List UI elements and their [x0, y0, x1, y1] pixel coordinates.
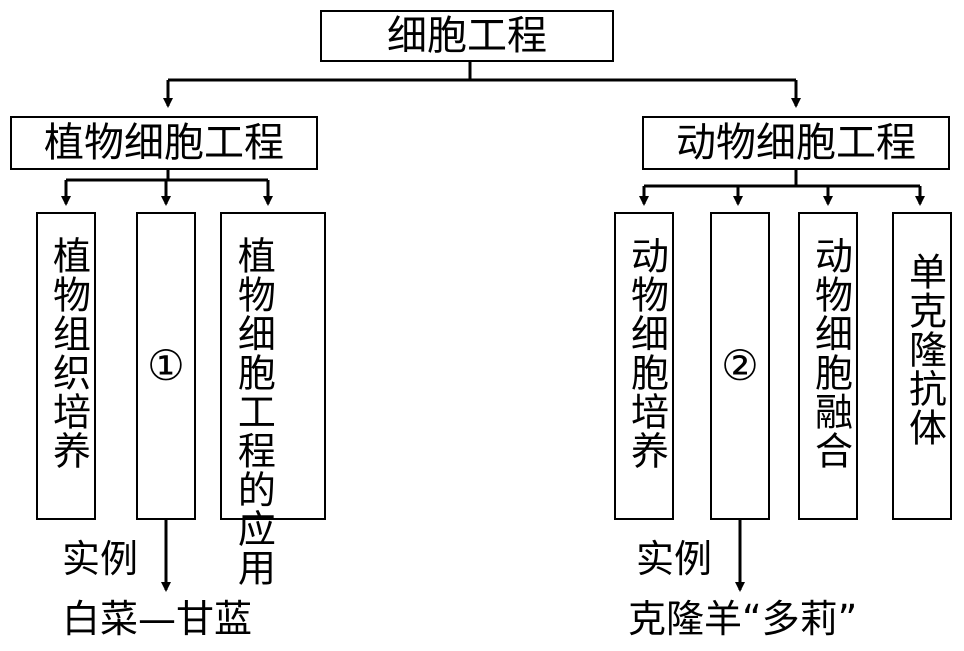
plant-cell-engineering-node: 植物细胞工程	[10, 116, 318, 170]
animal-child-label-4: 单克隆抗体	[902, 252, 947, 447]
plant-example-prefix: 实例	[62, 537, 139, 581]
plant-child-node-1: 植物组织培养	[36, 212, 96, 520]
root-label: 细胞工程	[387, 13, 547, 59]
plant-label: 植物细胞工程	[44, 120, 284, 166]
animal-child-label-1: 动物细胞培养	[624, 236, 669, 470]
animal-cell-engineering-node: 动物细胞工程	[642, 116, 950, 170]
plant-child-node-2: ①	[136, 212, 196, 520]
plant-child-label-1: 植物组织培养	[46, 236, 91, 470]
animal-child-node-4: 单克隆抗体	[892, 212, 952, 520]
animal-example-value: 克隆羊“多莉”	[628, 597, 858, 641]
animal-child-label-2: ②	[721, 341, 759, 390]
animal-example-prefix: 实例	[636, 537, 713, 581]
animal-child-node-1: 动物细胞培养	[614, 212, 674, 520]
plant-example-value: 白菜—甘蓝	[62, 597, 253, 641]
animal-child-label-3: 动物细胞融合	[808, 236, 853, 470]
plant-child-node-3: 植物细胞工程的应用	[220, 212, 326, 587]
animal-child-node-2: ②	[710, 212, 770, 520]
plant-child-label-2: ①	[147, 341, 185, 390]
animal-label: 动物细胞工程	[676, 120, 916, 166]
animal-child-node-3: 动物细胞融合	[798, 212, 858, 520]
plant-child-label-3: 植物细胞工程的应用	[231, 236, 276, 587]
root-node: 细胞工程	[320, 10, 614, 62]
